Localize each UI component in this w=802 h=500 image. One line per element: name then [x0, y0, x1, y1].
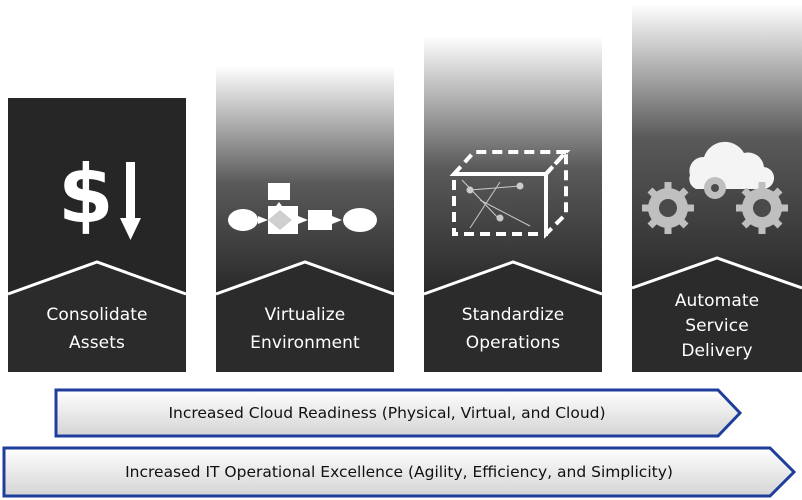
label-line: Environment — [250, 333, 360, 353]
label-line: Assets — [69, 333, 125, 353]
process-flow-icon — [228, 183, 377, 234]
step-label-virtualize: Virtualize Environment — [216, 304, 394, 354]
label-line: Standardize — [461, 305, 565, 325]
label-line: Operations — [465, 333, 561, 353]
label-line: Consolidate — [46, 305, 148, 325]
label-line: Delivery — [681, 341, 753, 361]
arrow-text-operational-excellence: Increased IT Operational Excellence (Agi… — [125, 463, 673, 481]
label-line: Virtualize — [264, 305, 346, 325]
cloud-gears-icon — [642, 141, 788, 234]
step-label-standardize: Standardize Operations — [424, 304, 602, 354]
arrow-cloud-readiness — [54, 388, 743, 438]
arrow-operational-excellence — [2, 446, 797, 498]
label-line: Service — [685, 316, 749, 336]
label-line: Automate — [674, 291, 760, 311]
arrow-text-cloud-readiness: Increased Cloud Readiness (Physical, Vir… — [168, 404, 606, 422]
pillar-consolidate-assets — [7, 98, 187, 372]
svg-text:$: $ — [58, 148, 114, 241]
step-label-automate: Automate Service Delivery — [632, 289, 802, 364]
step-label-consolidate: Consolidate Assets — [8, 304, 186, 354]
pillar-automate-service-delivery — [631, 4, 802, 372]
network-cube-icon — [449, 146, 571, 239]
dollar-down-arrow-icon: $ — [58, 148, 141, 241]
